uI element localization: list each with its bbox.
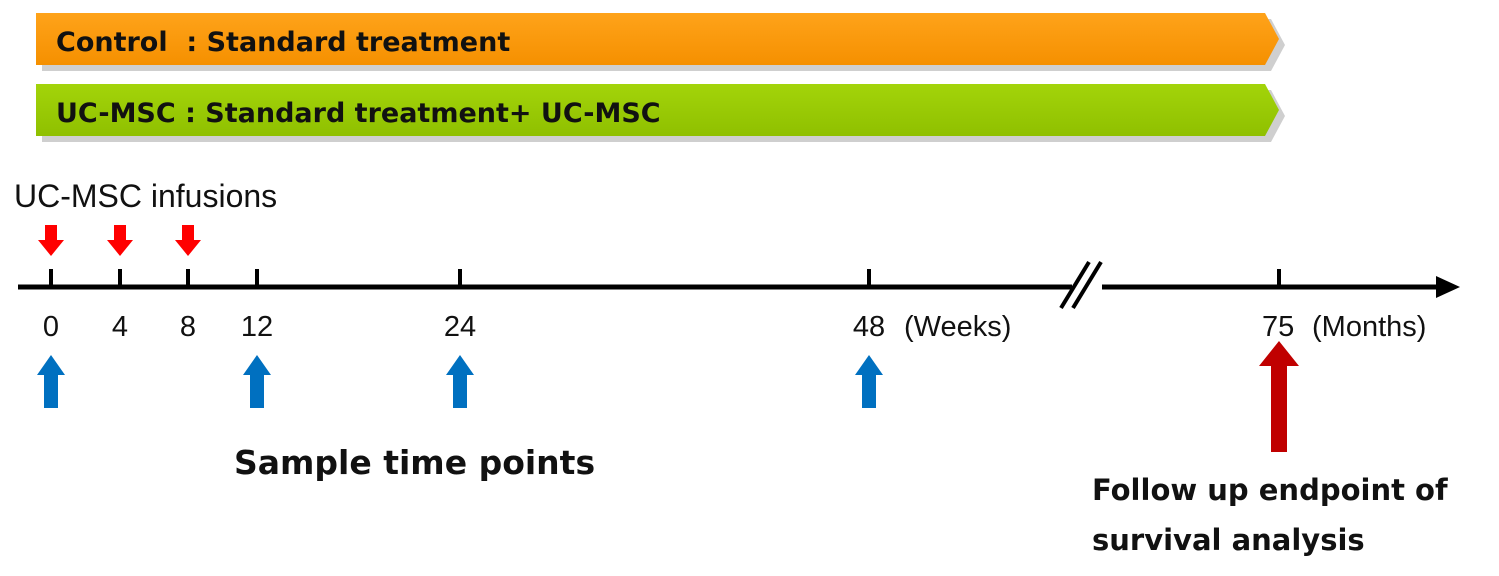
tick-label-week-4: 4	[112, 311, 128, 343]
endpoint-label-line2: survival analysis	[1092, 523, 1365, 557]
sample-arrow-week-12	[243, 355, 271, 408]
timeline-ticks	[49, 269, 871, 287]
sample-arrows	[37, 355, 883, 408]
sample-time-points-label: Sample time points	[234, 443, 595, 482]
infusions-label: UC-MSC infusions	[14, 178, 277, 214]
axis-break-marks	[1059, 260, 1103, 310]
ucmsc-bar-label: UC-MSC : Standard treatment+ UC-MSC	[56, 98, 661, 129]
infusion-arrow-week-0	[38, 225, 64, 256]
sample-arrow-week-0	[37, 355, 65, 408]
tick-label-week-12: 12	[241, 311, 273, 343]
tick-label-week-8: 8	[180, 311, 196, 343]
infusion-arrow-week-8	[175, 225, 201, 256]
tick-label-week-0: 0	[43, 311, 59, 343]
timeline-axis	[18, 276, 1460, 298]
tick-label-week-24: 24	[444, 311, 476, 343]
endpoint-arrow	[1259, 341, 1299, 452]
axis-arrow-head	[1436, 276, 1460, 298]
tick-label-week-48: 48	[853, 311, 885, 343]
infusion-arrow-week-4	[107, 225, 133, 256]
sample-arrow-week-48	[855, 355, 883, 408]
sample-arrow-week-24	[446, 355, 474, 408]
months-unit-label: (Months)	[1312, 311, 1426, 343]
weeks-unit-label: (Weeks)	[904, 311, 1011, 343]
ucmsc-bar: UC-MSC : Standard treatment+ UC-MSC	[36, 84, 1285, 142]
infusion-arrows	[38, 225, 201, 256]
end-tick-label: 75	[1262, 311, 1294, 343]
control-bar-label: Control : Standard treatment	[56, 27, 510, 58]
endpoint-label-line1: Follow up endpoint of	[1092, 473, 1448, 507]
control-bar: Control : Standard treatment	[36, 13, 1285, 71]
